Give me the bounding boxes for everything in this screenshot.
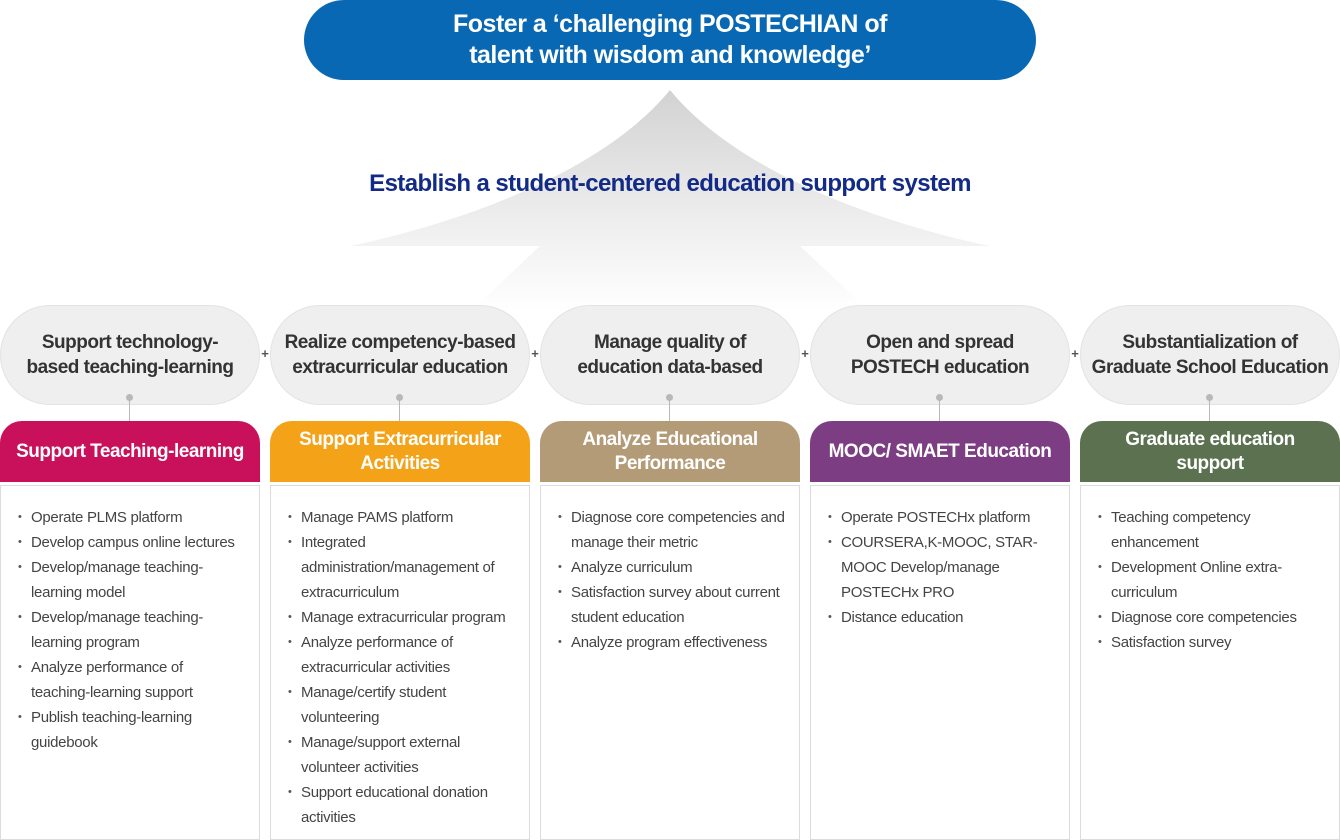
objective-pill: Open and spread POSTECH education bbox=[810, 305, 1070, 405]
category-header-label: Analyze Educational Performance bbox=[582, 428, 758, 474]
objective-label: Realize competency-based extracurricular… bbox=[284, 332, 516, 378]
connector-line bbox=[666, 394, 673, 421]
objective-pill: Substantialization of Graduate School Ed… bbox=[1080, 305, 1340, 405]
category-header-label: MOOC/ SMAET Education bbox=[828, 440, 1052, 462]
list-item: Manage/support external volunteer activi… bbox=[287, 730, 515, 780]
objective-label: Manage quality of education data-based bbox=[577, 332, 763, 378]
list-item: Manage/certify student volunteering bbox=[287, 680, 515, 730]
list-item: Satisfaction survey about current studen… bbox=[557, 580, 785, 630]
connector-line bbox=[936, 394, 943, 421]
category-header: Support Extracurricular Activities bbox=[270, 421, 530, 482]
task-list: Operate POSTECHx platformCOURSERA,K-MOOC… bbox=[811, 486, 1069, 630]
objective-label: Support technology- based teaching-learn… bbox=[26, 332, 234, 378]
category-header-label: Support Teaching-learning bbox=[16, 440, 244, 462]
task-list: Operate PLMS platformDevelop campus onli… bbox=[1, 486, 259, 755]
task-list-box: Teaching competency enhancementDevelopme… bbox=[1080, 485, 1340, 840]
list-item: Operate PLMS platform bbox=[17, 505, 245, 530]
task-list: Diagnose core competencies and manage th… bbox=[541, 486, 799, 655]
plus-sign: + bbox=[261, 346, 269, 361]
connector-line bbox=[1206, 394, 1213, 421]
task-list-box: Operate PLMS platformDevelop campus onli… bbox=[0, 485, 260, 840]
list-item: Analyze curriculum bbox=[557, 555, 785, 580]
list-item: Analyze performance of teaching-learning… bbox=[17, 655, 245, 705]
objective-label: Open and spread POSTECH education bbox=[850, 332, 1030, 378]
list-item: Satisfaction survey bbox=[1097, 630, 1325, 655]
category-header: Support Teaching-learning bbox=[0, 421, 260, 482]
category-header: Graduate education support bbox=[1080, 421, 1340, 482]
objective-label: Substantialization of Graduate School Ed… bbox=[1091, 332, 1329, 378]
plus-sign: + bbox=[1071, 346, 1079, 361]
task-list-box: Diagnose core competencies and manage th… bbox=[540, 485, 800, 840]
list-item: Diagnose core competencies and manage th… bbox=[557, 505, 785, 555]
list-item: Develop/manage teaching-learning program bbox=[17, 605, 245, 655]
list-item: Analyze program effectiveness bbox=[557, 630, 785, 655]
list-item: Support educational donation activities bbox=[287, 780, 515, 830]
list-item: Publish teaching-learning guidebook bbox=[17, 705, 245, 755]
objective-pill: Realize competency-based extracurricular… bbox=[270, 305, 530, 405]
list-item: COURSERA,K-MOOC, STAR-MOOC Develop/manag… bbox=[827, 530, 1055, 605]
plus-sign: + bbox=[531, 346, 539, 361]
goal-text: Foster a ‘challenging POSTECHIAN of tale… bbox=[453, 10, 887, 69]
strategy-title: Establish a student-centered education s… bbox=[369, 170, 971, 197]
list-item: Distance education bbox=[827, 605, 1055, 630]
category-header: Analyze Educational Performance bbox=[540, 421, 800, 482]
category-header: MOOC/ SMAET Education bbox=[810, 421, 1070, 482]
list-item: Manage extracurricular program bbox=[287, 605, 515, 630]
list-item: Analyze performance of extracurricular a… bbox=[287, 630, 515, 680]
connector-line bbox=[396, 394, 403, 421]
task-list: Manage PAMS platformIntegrated administr… bbox=[271, 486, 529, 830]
category-header-label: Graduate education support bbox=[1125, 428, 1295, 474]
list-item: Develop campus online lectures bbox=[17, 530, 245, 555]
list-item: Integrated administration/management of … bbox=[287, 530, 515, 605]
list-item: Manage PAMS platform bbox=[287, 505, 515, 530]
task-list: Teaching competency enhancementDevelopme… bbox=[1081, 486, 1339, 655]
task-list-box: Operate POSTECHx platformCOURSERA,K-MOOC… bbox=[810, 485, 1070, 840]
connector-line bbox=[126, 394, 133, 421]
list-item: Diagnose core competencies bbox=[1097, 605, 1325, 630]
objective-pill: Manage quality of education data-based bbox=[540, 305, 800, 405]
upward-arrow-shape bbox=[350, 90, 990, 310]
list-item: Develop/manage teaching-learning model bbox=[17, 555, 245, 605]
task-list-box: Manage PAMS platformIntegrated administr… bbox=[270, 485, 530, 840]
category-header-label: Support Extracurricular Activities bbox=[299, 428, 501, 474]
list-item: Development Online extra-curriculum bbox=[1097, 555, 1325, 605]
objective-pill: Support technology- based teaching-learn… bbox=[0, 305, 260, 405]
list-item: Operate POSTECHx platform bbox=[827, 505, 1055, 530]
plus-sign: + bbox=[801, 346, 809, 361]
list-item: Teaching competency enhancement bbox=[1097, 505, 1325, 555]
goal-banner: Foster a ‘challenging POSTECHIAN of tale… bbox=[304, 0, 1036, 80]
